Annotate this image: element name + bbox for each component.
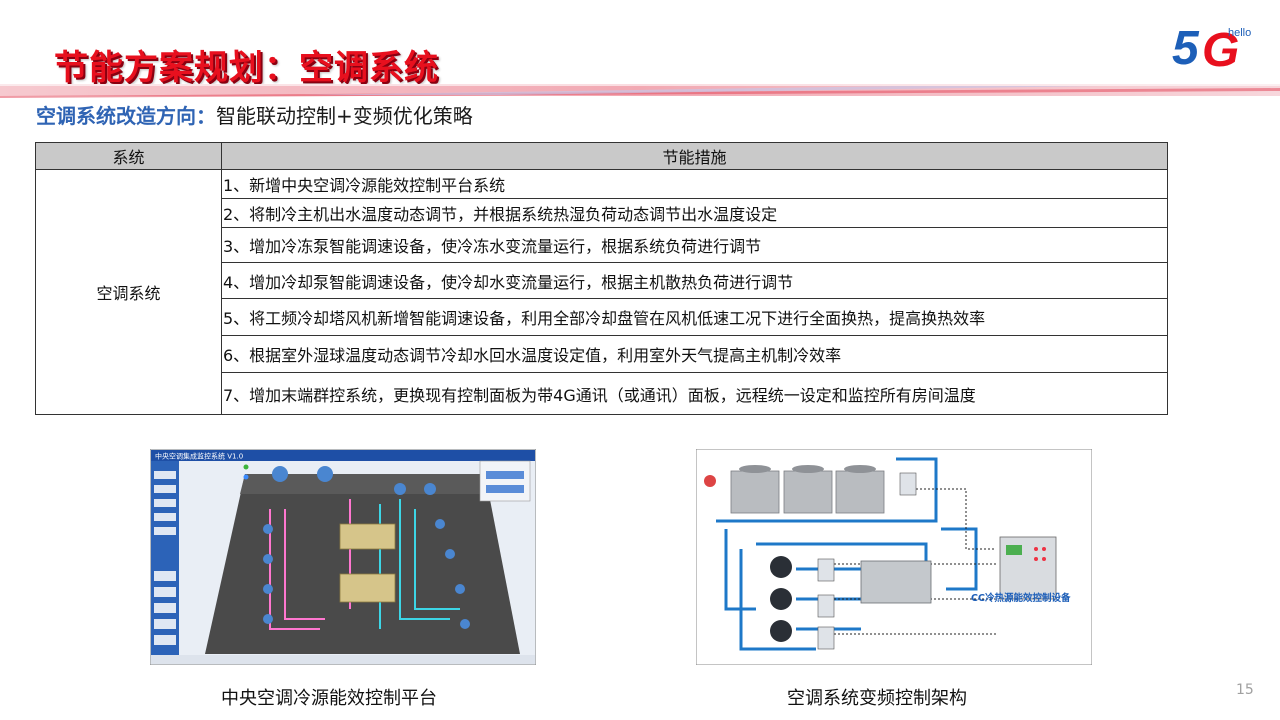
subtitle-highlight: 空调系统改造方向：: [36, 104, 216, 128]
subtitle-rest: 智能联动控制+变频优化策略: [216, 104, 473, 128]
page-number: 15: [1236, 682, 1254, 698]
table-row: 6、根据室外湿球温度动态调节冷却水回水温度设定值，利用室外天气提高主机制冷效率: [36, 335, 1168, 373]
measure-cell: 3、增加冷冻泵智能调速设备，使冷冻水变流量运行，根据系统负荷进行调节: [221, 227, 1168, 263]
measure-cell: 4、增加冷却泵智能调速设备，使冷却水变流量运行，根据主机散热负荷进行调节: [221, 262, 1168, 299]
measure-cell: 6、根据室外湿球温度动态调节冷却水回水温度设定值，利用室外天气提高主机制冷效率: [221, 335, 1168, 373]
measure-cell: 2、将制冷主机出水温度动态调节，并根据系统热湿负荷动态调节出水温度设定: [221, 198, 1168, 228]
svg-text:5: 5: [1172, 22, 1200, 74]
svg-text:hello: hello: [1228, 27, 1251, 39]
left-image-caption: 中央空调冷源能效控制平台: [221, 688, 437, 709]
table-row: 7、增加末端群控系统，更换现有控制面板为带4G通讯（或通讯）面板，远程统一设定和…: [36, 372, 1168, 415]
table-row: 3、增加冷冻泵智能调速设备，使冷冻水变流量运行，根据系统负荷进行调节: [36, 227, 1168, 263]
measure-cell: 1、新增中央空调冷源能效控制平台系统: [221, 169, 1168, 199]
measure-cell: 7、增加末端群控系统，更换现有控制面板为带4G通讯（或通讯）面板，远程统一设定和…: [221, 372, 1168, 415]
5g-logo: 5 5G G hello: [1172, 22, 1251, 74]
table-row: 5、将工频冷却塔风机新增智能调速设备，利用全部冷却盘管在风机低速工况下进行全面换…: [36, 298, 1168, 336]
page-title: 节能方案规划：空调系统: [54, 48, 439, 88]
table-header-row: 系统 节能措施: [35, 142, 1168, 170]
monitoring-platform-image: 中央空调集成监控系统 V1.0: [150, 449, 536, 665]
svg-text:中央空调集成监控系统 V1.0: 中央空调集成监控系统 V1.0: [155, 452, 243, 461]
measures-table: 系统 节能措施 空调系统 1、新增中央空调冷源能效控制平台系统 2、将制冷主机出…: [35, 142, 1168, 415]
control-architecture-image: CC冷热源能效控制设备: [696, 449, 1092, 665]
svg-text:CC冷热源能效控制设备: CC冷热源能效控制设备: [971, 592, 1071, 604]
system-cell: 空调系统: [35, 169, 222, 415]
header-system: 系统: [35, 142, 222, 170]
measure-cell: 5、将工频冷却塔风机新增智能调速设备，利用全部冷却盘管在风机低速工况下进行全面换…: [221, 298, 1168, 336]
right-image-caption: 空调系统变频控制架构: [787, 688, 967, 709]
table-row: 2、将制冷主机出水温度动态调节，并根据系统热湿负荷动态调节出水温度设定: [36, 198, 1168, 228]
header-measures: 节能措施: [221, 142, 1168, 170]
table-row: 空调系统 1、新增中央空调冷源能效控制平台系统: [35, 169, 1168, 415]
svg-text:G: G: [1202, 24, 1239, 74]
table-row: 4、增加冷却泵智能调速设备，使冷却水变流量运行，根据主机散热负荷进行调节: [36, 262, 1168, 299]
subtitle: 空调系统改造方向：智能联动控制+变频优化策略: [36, 100, 473, 129]
decorative-banner: [0, 84, 1280, 98]
